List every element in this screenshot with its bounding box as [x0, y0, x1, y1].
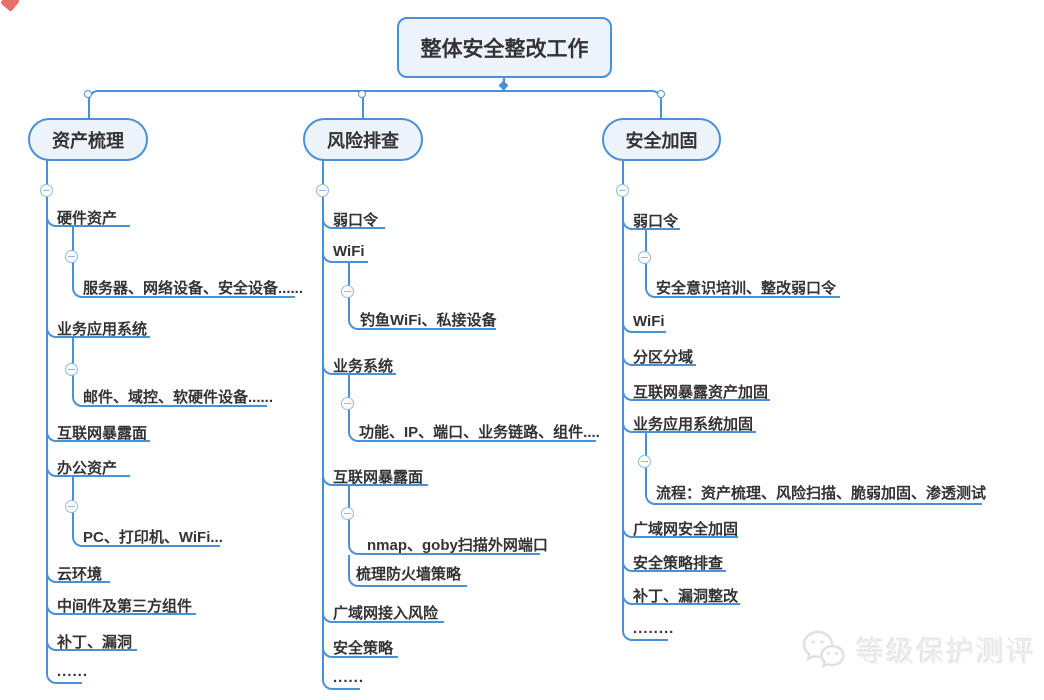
- topic-office-assets[interactable]: 办公资产: [57, 460, 118, 477]
- connector-line: [348, 486, 540, 555]
- subtopic-servers-devices[interactable]: 服务器、网络设备、安全设备......: [83, 280, 304, 297]
- subtopic-pc-printer-wifi[interactable]: PC、打印机、WiFi...: [83, 529, 223, 546]
- connector-line: [622, 317, 666, 333]
- connector-line: [622, 350, 696, 366]
- connector-line: [622, 556, 726, 572]
- topic-zoning[interactable]: 分区分域: [633, 349, 694, 366]
- topic-internet-exposure[interactable]: 互联网暴露面: [57, 425, 148, 442]
- topic-ellipsis[interactable]: ........: [633, 620, 675, 637]
- connector-line: [46, 668, 82, 684]
- connector-line: [622, 589, 740, 605]
- collapse-icon[interactable]: [65, 500, 78, 513]
- connector-line: [322, 359, 396, 375]
- topic-patches-vulns[interactable]: 补丁、漏洞: [57, 634, 133, 651]
- connector-line: [622, 214, 680, 230]
- connector-line: [322, 674, 360, 690]
- topic-internet-exposure[interactable]: 互联网暴露面: [333, 469, 424, 486]
- subtopic-nmap-goby[interactable]: nmap、goby扫描外网端口: [367, 537, 548, 554]
- topic-wan-access-risk[interactable]: 广域网接入风险: [333, 605, 439, 622]
- connector-line: [46, 599, 196, 615]
- connector-line: [322, 213, 385, 229]
- topic-policy-check[interactable]: 安全策略排查: [633, 555, 724, 572]
- topic-wifi[interactable]: WiFi: [633, 313, 665, 330]
- connector-line: [622, 417, 756, 433]
- branch-topic-risk[interactable]: 风险排查: [303, 118, 423, 161]
- topic-wan-hardening[interactable]: 广域网安全加固: [633, 521, 739, 538]
- connector-line: [46, 322, 150, 338]
- connector-line: [46, 461, 130, 477]
- connector-line: [348, 555, 467, 587]
- branch-spine: [322, 159, 324, 676]
- branch-topic-hardening[interactable]: 安全加固: [602, 118, 721, 161]
- topic-ellipsis[interactable]: ......: [333, 669, 365, 686]
- connector-line: [622, 625, 668, 641]
- collapse-icon[interactable]: [65, 363, 78, 376]
- collapse-icon[interactable]: [40, 184, 53, 197]
- subtopic-phishing-wifi[interactable]: 钓鱼WiFi、私接设备: [360, 312, 497, 329]
- topic-cloud-env[interactable]: 云环境: [57, 566, 103, 583]
- collapse-icon[interactable]: [341, 397, 354, 410]
- connector-line: [322, 607, 444, 623]
- topic-hardware-assets[interactable]: 硬件资产: [57, 210, 118, 227]
- connector-line: [322, 247, 368, 263]
- junction-circle: [358, 90, 366, 98]
- collapse-icon[interactable]: [341, 507, 354, 520]
- collapse-icon[interactable]: [341, 285, 354, 298]
- junction-circle: [84, 90, 92, 98]
- connector-line: [322, 470, 428, 486]
- connector-line: [46, 635, 137, 651]
- subtopic-awareness-training[interactable]: 安全意识培训、整改弱口令: [656, 280, 837, 297]
- topic-patch-vuln-fix[interactable]: 补丁、漏洞整改: [633, 588, 739, 605]
- connector-line: [645, 433, 982, 505]
- topic-weak-passwords[interactable]: 弱口令: [633, 213, 679, 230]
- collapse-icon[interactable]: [65, 250, 78, 263]
- connector-line: [322, 642, 398, 658]
- topic-weak-passwords[interactable]: 弱口令: [333, 212, 379, 229]
- collapse-icon[interactable]: [638, 455, 651, 468]
- connector-line: [362, 90, 364, 120]
- subtopic-mail-domain[interactable]: 邮件、域控、软硬件设备......: [83, 389, 274, 406]
- subtopic-hardening-process[interactable]: 流程：资产梳理、风险扫描、脆弱加固、渗透测试: [656, 485, 987, 502]
- branch-spine: [46, 159, 48, 670]
- collapse-icon[interactable]: [638, 251, 651, 264]
- topic-business-app-systems[interactable]: 业务应用系统: [57, 321, 148, 338]
- junction-circle: [657, 90, 665, 98]
- topic-app-system-hardening[interactable]: 业务应用系统加固: [633, 416, 754, 433]
- topic-security-policy[interactable]: 安全策略: [333, 640, 394, 657]
- topic-middleware[interactable]: 中间件及第三方组件: [57, 598, 193, 615]
- topic-ellipsis[interactable]: ......: [57, 663, 89, 680]
- connector-joint: [498, 80, 509, 91]
- collapse-icon[interactable]: [316, 184, 329, 197]
- root-topic[interactable]: 整体安全整改工作: [397, 17, 612, 78]
- wechat-icon: [800, 628, 850, 672]
- topic-wifi[interactable]: WiFi: [333, 243, 365, 260]
- watermark-text: 等级保护测评: [856, 636, 1037, 667]
- connector-line: [622, 522, 738, 538]
- watermark: 等级保护测评: [800, 628, 1036, 672]
- connector-line: [622, 385, 770, 401]
- connector-line: [46, 211, 130, 227]
- corner-mark-icon: [0, 0, 20, 12]
- branch-topic-assets[interactable]: 资产梳理: [28, 118, 148, 161]
- topic-exposed-asset-hardening[interactable]: 互联网暴露资产加固: [633, 384, 769, 401]
- collapse-icon[interactable]: [616, 184, 629, 197]
- connector-line: [645, 230, 840, 298]
- connector-line: [46, 426, 150, 442]
- tree-connector: [88, 90, 662, 120]
- connector-line: [46, 567, 110, 583]
- subtopic-firewall-policy[interactable]: 梳理防火墙策略: [356, 566, 462, 583]
- topic-business-systems[interactable]: 业务系统: [333, 358, 394, 375]
- subtopic-function-ip-ports[interactable]: 功能、IP、端口、业务链路、组件....: [359, 424, 600, 441]
